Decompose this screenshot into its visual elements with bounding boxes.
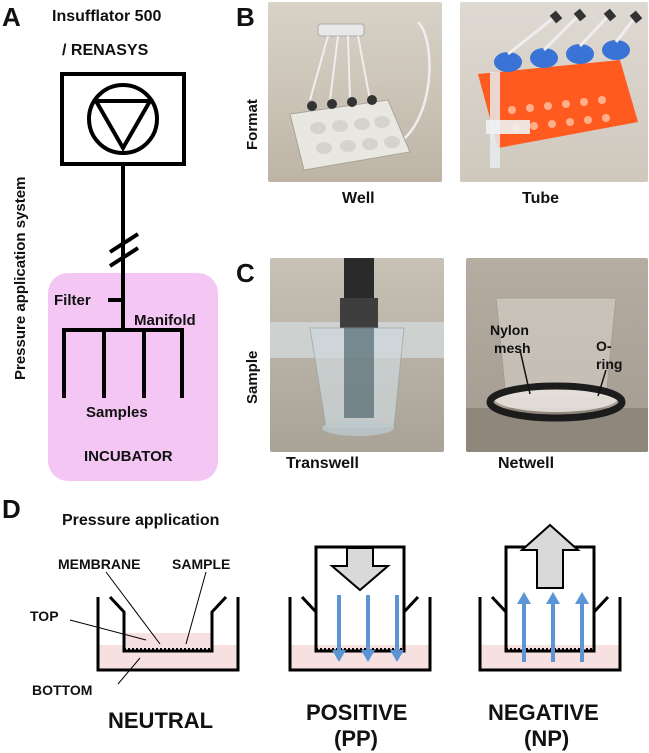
well-caption: Well	[342, 190, 375, 207]
sample-label: SAMPLE	[172, 556, 231, 572]
incubator-label: INCUBATOR	[84, 448, 173, 465]
tube-photo	[460, 2, 648, 182]
panel-c-letter: C	[236, 258, 255, 288]
panel-a-letter: A	[2, 2, 21, 32]
neutral-outer-well	[96, 597, 240, 672]
top-pointer	[69, 619, 147, 641]
negative-caption-line1: NEGATIVE	[488, 700, 599, 725]
oring-label-line1: O-	[596, 338, 612, 354]
well-photo-drawing	[289, 21, 431, 171]
filter-label: Filter	[54, 292, 91, 309]
sample-pointer	[185, 571, 207, 645]
positive-caption-line2: (PP)	[334, 726, 378, 751]
tube-caption: Tube	[522, 190, 560, 207]
pressure-application-title: Pressure application	[62, 512, 220, 529]
top-label: TOP	[30, 608, 59, 624]
membrane-label: MEMBRANE	[58, 556, 141, 572]
negative-up-arrow-icon	[519, 523, 581, 589]
transwell-photo-drawing	[270, 258, 444, 436]
positive-down-arrow-icon	[329, 547, 391, 592]
netwell-photo	[466, 258, 648, 452]
pump-circle	[87, 83, 159, 155]
netwell-photo-drawing	[466, 297, 648, 452]
incubator-box	[48, 273, 218, 481]
device-name-line2: / RENASYS	[62, 42, 149, 59]
positive-outer-well	[288, 597, 432, 672]
samples-label: Samples	[86, 404, 148, 421]
positive-insert	[300, 595, 420, 653]
break-mark-2	[108, 246, 140, 268]
negative-outer-well	[478, 597, 622, 672]
nylon-label-line2: mesh	[494, 340, 531, 356]
neutral-insert	[108, 595, 228, 653]
membrane-pointer	[105, 571, 161, 645]
tube-photo-drawing	[478, 8, 643, 168]
device-name-line1: Insufflator 500	[52, 8, 162, 25]
break-mark-1	[108, 232, 140, 254]
manifold-label: Manifold	[134, 312, 196, 329]
negative-flow-arrows	[517, 592, 589, 662]
panel-d-letter: D	[2, 494, 21, 524]
pump-triangle-icon	[92, 99, 154, 153]
bottom-pointer	[117, 657, 141, 685]
panel-b-letter: B	[236, 2, 255, 32]
netwell-caption: Netwell	[498, 455, 555, 472]
transwell-caption: Transwell	[286, 455, 359, 472]
positive-caption-line1: POSITIVE	[306, 700, 408, 725]
neutral-caption: NEUTRAL	[108, 708, 214, 733]
negative-caption-line2: (NP)	[524, 726, 570, 751]
neutral-top-liquid	[124, 633, 212, 645]
oring-label-line2: ring	[596, 356, 623, 372]
negative-insert	[490, 595, 610, 653]
positive-flow-arrows	[332, 595, 404, 662]
transwell-photo	[270, 258, 444, 452]
well-photo	[268, 2, 442, 182]
nylon-label-line1: Nylon	[490, 322, 529, 338]
bottom-label: BOTTOM	[32, 682, 93, 698]
